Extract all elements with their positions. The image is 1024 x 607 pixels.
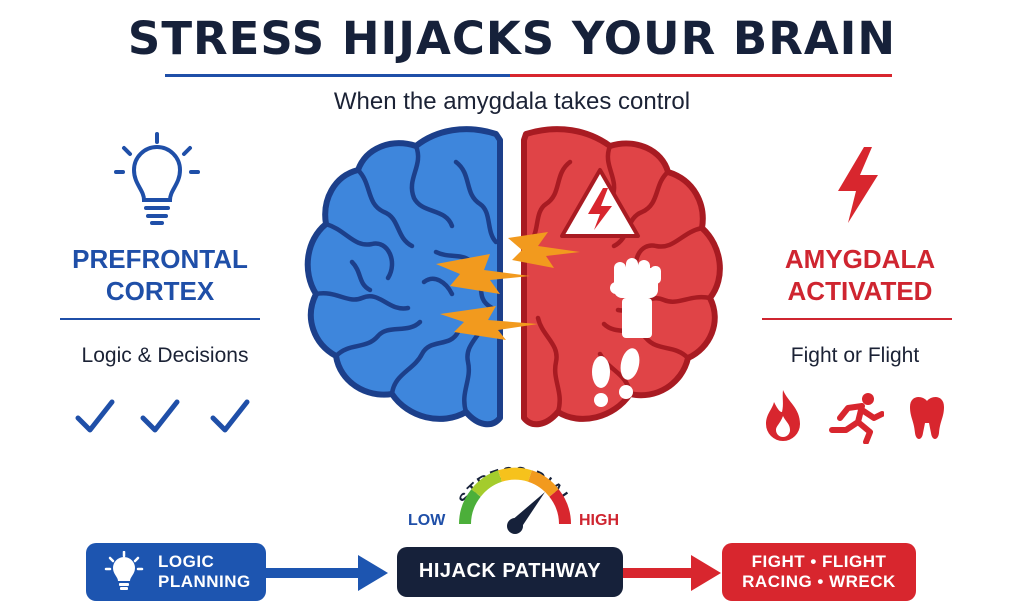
page-title: STRESS HIJACKS YOUR BRAIN [127, 12, 897, 65]
amygdala-caption: Fight or Flight [790, 344, 920, 367]
box-middle-label: HIJACK PATHWAY [418, 560, 602, 582]
fist-icon [610, 258, 661, 338]
title-underline-blue [165, 74, 510, 77]
box-end-line2: RACING • WRECK [742, 572, 896, 591]
check-icon [210, 399, 250, 433]
title-underline-red [510, 74, 892, 77]
lightbulb-icon [114, 132, 200, 225]
runner-icon [829, 393, 884, 444]
warning-icon [560, 168, 640, 238]
amygdala-heading: AMYGDALA ACTIVATED [750, 243, 970, 307]
hijack-pathway-box: HIJACK PATHWAY [397, 547, 623, 597]
amygdala-heading-line2: ACTIVATED [787, 276, 933, 306]
check-icon [140, 399, 180, 433]
left-divider [60, 318, 260, 320]
brain-illustration [304, 126, 723, 428]
prefrontal-caption: Logic & Decisions [81, 344, 249, 367]
flow-arrow-red [623, 555, 721, 591]
prefrontal-heading-line1: PREFRONTAL [72, 244, 248, 274]
lightning-icon [838, 147, 878, 223]
brain-left-hemisphere [304, 126, 503, 428]
logic-planning-box: LOGIC PLANNING [86, 543, 266, 601]
amygdala-heading-line1: AMYGDALA [784, 244, 936, 274]
prefrontal-heading-line2: CORTEX [105, 276, 215, 306]
flow-arrow-blue [266, 555, 388, 591]
check-icon [75, 399, 115, 433]
page-subtitle: When the amygdala takes control [333, 88, 691, 115]
lightbulb-icon [104, 551, 144, 590]
box-start-line2: PLANNING [158, 572, 251, 591]
hijack-lightning-bolts [436, 232, 580, 340]
right-divider [762, 318, 952, 320]
dial-hub [507, 518, 523, 534]
dial-high-label: HIGH [579, 512, 619, 529]
stress-dial: STRESS DIAL [456, 464, 573, 534]
tooth-icon [910, 397, 944, 439]
box-start-line1: LOGIC [158, 552, 215, 571]
prefrontal-cortex-heading: PREFRONTAL CORTEX [50, 243, 270, 307]
dial-low-label: LOW [408, 512, 446, 529]
fight-flight-box: FIGHT • FLIGHT RACING • WRECK [722, 543, 916, 601]
footprints-icon [592, 348, 640, 407]
box-end-line1: FIGHT • FLIGHT [751, 552, 887, 571]
fire-icon [766, 390, 800, 441]
